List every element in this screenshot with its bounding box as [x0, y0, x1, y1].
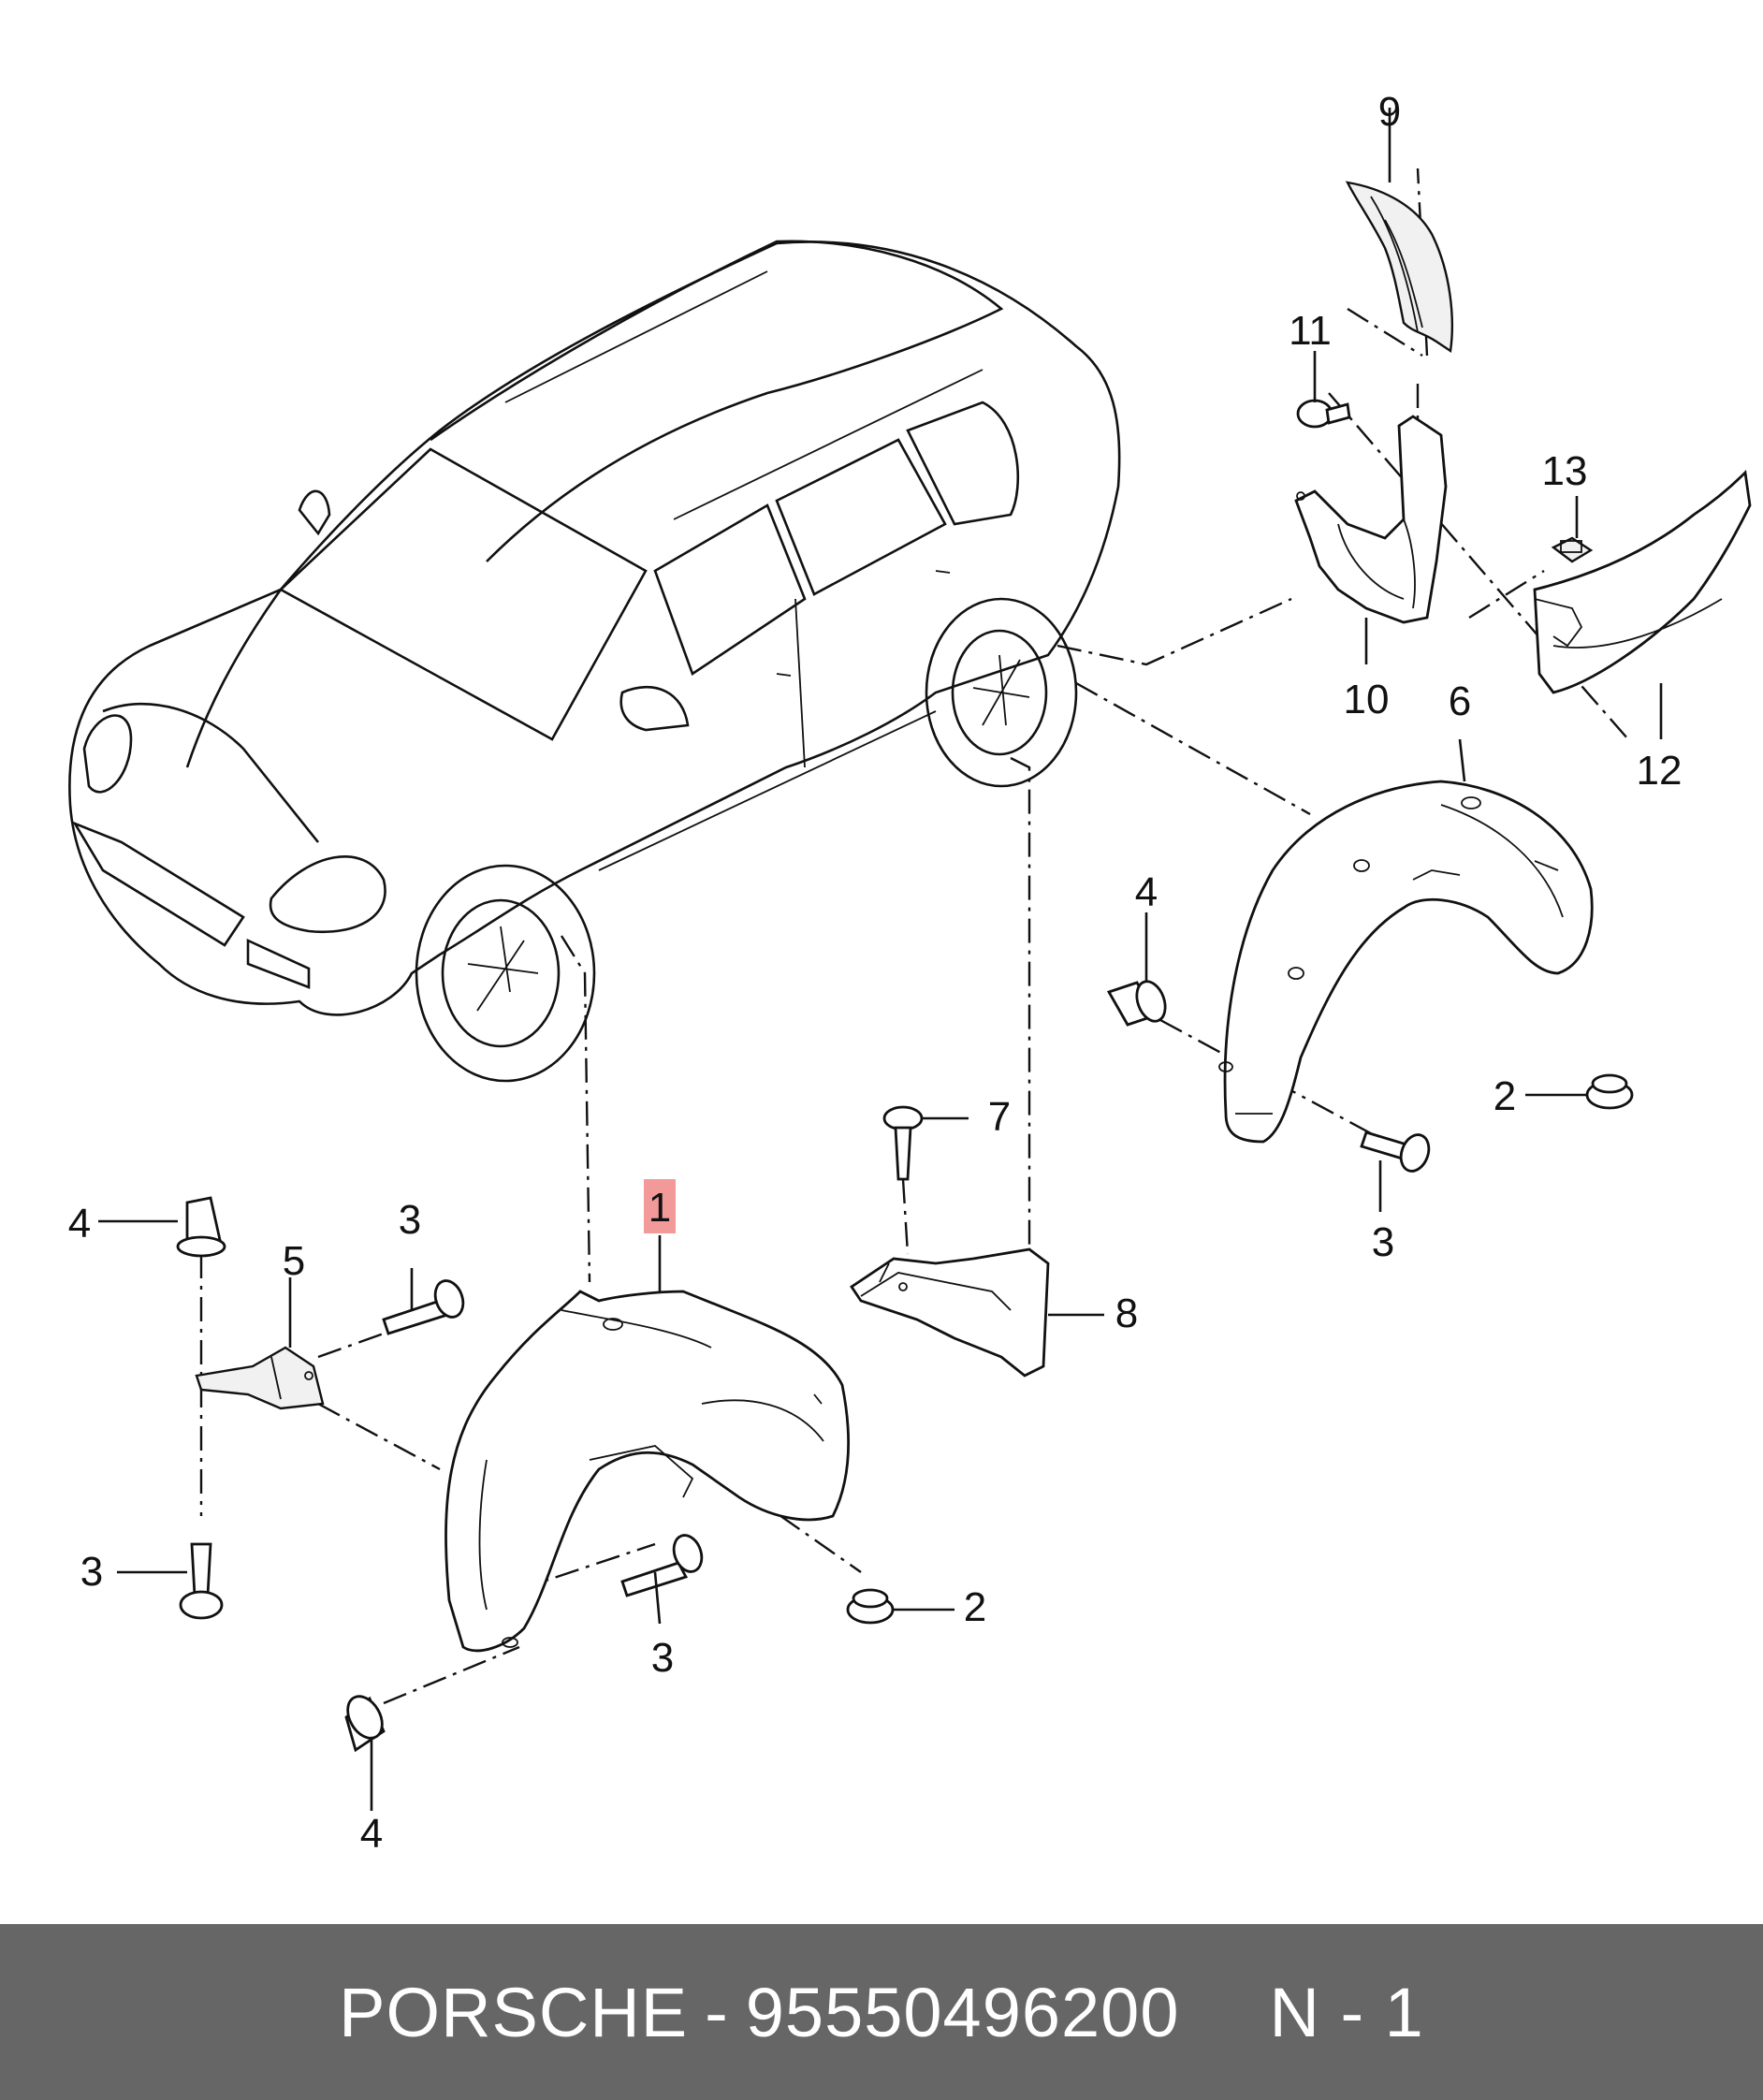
callout-8: 8: [1115, 1291, 1138, 1336]
part-9-flap-section: [1345, 181, 1453, 354]
part-11-screw: [1296, 399, 1351, 429]
callout-3-left: 3: [80, 1549, 103, 1595]
callout-5: 5: [283, 1238, 305, 1284]
callout-3-middle: 3: [651, 1635, 674, 1681]
callout-3-top: 3: [399, 1197, 421, 1243]
callout-7: 7: [988, 1094, 1011, 1140]
part-4-rivet-top-left: [176, 1196, 226, 1258]
part-2-nut-bottom: [846, 1588, 895, 1625]
callout-1-highlight: [644, 1179, 676, 1233]
fasteners: [176, 399, 1634, 1753]
callout-13: 13: [1542, 448, 1588, 494]
part-3-screw-middle: [620, 1534, 704, 1597]
callout-10: 10: [1344, 677, 1390, 722]
callout-3-right: 3: [1372, 1219, 1394, 1265]
exploded-parts-diagram: 1 2 2 3 3 3 3 4 4 4 5 6 7 8 9 10 11 12 1…: [68, 89, 1752, 1857]
callout-4-bottom: 4: [360, 1811, 383, 1857]
callout-2-bottom: 2: [964, 1584, 986, 1630]
part-4-rivet-right: [1106, 980, 1167, 1027]
callout-labels: 1 2 2 3 3 3 3 4 4 4 5 6 7 8 9 10 11 12 1…: [68, 89, 1683, 1857]
callout-1: 1: [648, 1185, 671, 1231]
assembly-lines: [199, 168, 1629, 1705]
callout-4-right: 4: [1135, 869, 1158, 915]
part-4-rivet-bottom: [344, 1695, 386, 1753]
brand-separator: -: [705, 1973, 729, 2051]
part-3-screw-right: [1360, 1130, 1431, 1173]
part-6-rear-wheel-arch: [1218, 780, 1594, 1144]
callout-4-top-left: 4: [68, 1201, 91, 1247]
callout-6: 6: [1449, 678, 1471, 724]
part-5-bracket: [195, 1346, 325, 1410]
part-info-footer: PORSCHE - 95550496200 N - 1: [0, 1924, 1763, 2100]
part-8-mud-flap-front: [850, 1247, 1050, 1378]
callout-12: 12: [1637, 748, 1683, 794]
page-reference: N - 1: [1269, 1973, 1424, 2051]
part-13-clip: [1551, 536, 1594, 563]
part-1-wheel-housing-liner: [444, 1290, 850, 1653]
part-3-screw-top: [382, 1279, 465, 1335]
callout-11: 11: [1289, 308, 1332, 354]
part-2-nut-right: [1585, 1073, 1634, 1110]
callout-9: 9: [1378, 89, 1401, 135]
brand-name: PORSCHE: [339, 1973, 689, 2051]
part-7-screw: [882, 1105, 924, 1181]
part-3-screw-left: [179, 1542, 224, 1620]
leader-lines: [98, 108, 1663, 1811]
part-12-rear-liner-segment: [1533, 470, 1752, 694]
part-10-rear-mud-flap: [1294, 415, 1448, 624]
part-number: 95550496200: [745, 1973, 1180, 2051]
callout-2-right: 2: [1493, 1073, 1516, 1119]
vehicle-illustration: [68, 240, 1121, 1083]
